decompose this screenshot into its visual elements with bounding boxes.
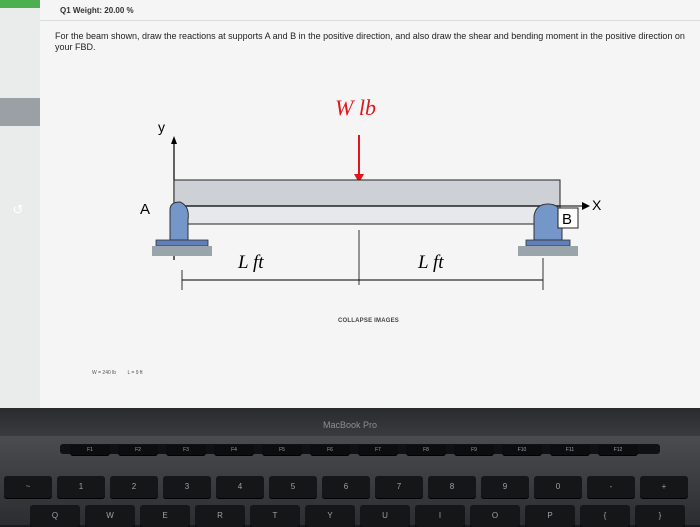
function-key[interactable]: F11 [550, 445, 590, 455]
function-key[interactable]: F3 [166, 445, 206, 455]
given-values: W = 240 lb L = 9 ft [92, 370, 153, 376]
function-key[interactable]: F1 [70, 445, 110, 455]
ground-b [518, 246, 578, 256]
letter-key[interactable]: W [85, 505, 135, 527]
letter-key[interactable]: R [195, 505, 245, 527]
question-weight: Q1 Weight: 20.00 % [60, 6, 134, 15]
history-icon[interactable]: ↺ [12, 202, 24, 217]
load-arrow-head [354, 174, 364, 183]
y-axis-arrow [171, 136, 177, 144]
function-key[interactable]: F4 [214, 445, 254, 455]
letter-key[interactable]: Y [305, 505, 355, 527]
function-key[interactable]: F5 [262, 445, 302, 455]
ground-a [152, 246, 212, 256]
load-label: W lb [335, 95, 376, 120]
function-key[interactable]: F9 [454, 445, 494, 455]
letter-key[interactable]: O [470, 505, 520, 527]
support-b-label-box [557, 207, 579, 229]
rail-top-indicator [0, 0, 40, 8]
given-w-value: W = 240 lb [92, 370, 117, 376]
brand-label: MacBook Pro [322, 420, 378, 430]
beam-bottom-face [179, 205, 561, 225]
letter-key[interactable]: Q [30, 505, 80, 527]
support-b-base [525, 239, 571, 247]
number-key[interactable]: 4 [216, 476, 264, 498]
left-rail: ↺ [0, 0, 40, 408]
screen: ↺ Q1 Weight: 20.00 % For the beam shown,… [0, 0, 700, 408]
letter-key[interactable]: U [360, 505, 410, 527]
support-a-label: A [140, 201, 150, 218]
function-key[interactable]: F10 [502, 445, 542, 455]
number-key[interactable]: 9 [481, 476, 529, 498]
left-span-label: L ft [237, 252, 264, 273]
header-divider [40, 20, 700, 21]
number-key[interactable]: ~ [4, 476, 52, 498]
collapse-images-link[interactable]: COLLAPSE IMAGES [338, 318, 400, 324]
screen-bezel [0, 408, 700, 436]
number-key[interactable]: 3 [163, 476, 211, 498]
letter-key[interactable]: } [635, 505, 685, 527]
support-a [169, 201, 189, 241]
number-key[interactable]: 5 [269, 476, 317, 498]
number-key[interactable]: 1 [57, 476, 105, 498]
support-b-label: B [562, 211, 572, 228]
number-key[interactable]: 6 [322, 476, 370, 498]
x-axis-arrow [582, 202, 590, 210]
number-key[interactable]: 7 [375, 476, 423, 498]
number-key[interactable]: 2 [110, 476, 158, 498]
function-key[interactable]: F12 [598, 445, 638, 455]
letter-key[interactable]: E [140, 505, 190, 527]
y-axis-label: y [158, 119, 165, 135]
number-key[interactable]: - [587, 476, 635, 498]
beam-diagram: y W lb X A B L ft L ft [140, 95, 602, 290]
letter-key[interactable]: T [250, 505, 300, 527]
function-key[interactable]: F6 [310, 445, 350, 455]
function-key[interactable]: F7 [358, 445, 398, 455]
rail-active-band[interactable]: ↺ [0, 98, 40, 217]
letter-key[interactable]: P [525, 505, 575, 527]
number-key[interactable]: + [640, 476, 688, 498]
right-span-label: L ft [417, 252, 444, 273]
x-axis-label: X [592, 197, 602, 213]
letter-key[interactable]: I [415, 505, 465, 527]
letter-key[interactable]: { [580, 505, 630, 527]
function-key[interactable]: F2 [118, 445, 158, 455]
given-l-value: L = 9 ft [127, 370, 143, 376]
function-key[interactable]: F8 [406, 445, 446, 455]
question-text: For the beam shown, draw the reactions a… [55, 31, 685, 52]
number-key[interactable]: 0 [534, 476, 582, 498]
support-a-base [155, 239, 209, 247]
number-key[interactable]: 8 [428, 476, 476, 498]
